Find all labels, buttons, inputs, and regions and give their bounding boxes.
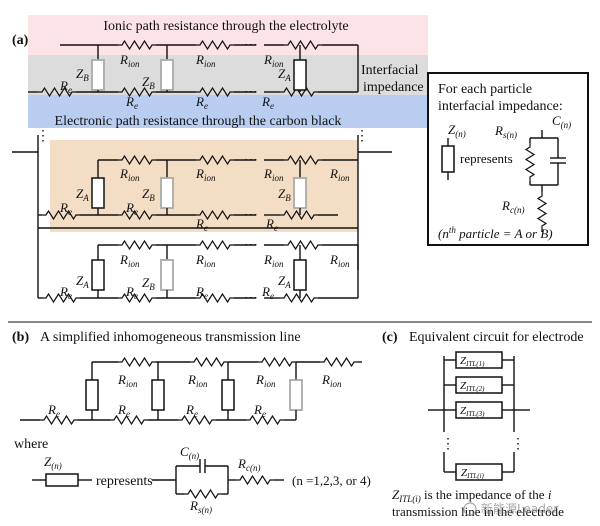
transmission-line-b [20,357,362,425]
legend-line2: interfacial impedance: [438,99,563,114]
re-label: Re [195,284,208,301]
zitli-label: ZITL(i) [461,467,485,480]
rion-label: Rion [119,52,140,69]
panel-c-title: Equivalent circuit for electrode [409,330,584,345]
zitl1-label: ZITL(1) [460,355,485,368]
rcn-label-b: Rc(n) [237,456,260,473]
panel-a-label: (a) [12,33,29,48]
rsn-label-b: Rs(n) [189,498,212,515]
re-label: Re [261,94,274,111]
interfacial-label-line2: impedance [363,80,424,95]
panel-c-caption-line1: ZITL(i) is the impedance of the i [392,487,552,504]
panel-b-label: (b) [12,330,29,345]
legend-rcn-label: Rc(n) [501,198,524,215]
re-label: Re [125,200,138,217]
represents-b: represents [96,474,153,489]
zb-label: ZB [142,186,155,203]
rion-label: Rion [187,372,208,389]
panel-c-label: (c) [382,330,398,345]
panel-b-title: A simplified inhomogeneous transmission … [40,330,301,345]
zb-label: ZB [278,186,291,203]
legend-rsn-label: Rs(n) [494,123,517,140]
rion-label: Rion [119,252,140,269]
watermark-logo-icon [463,502,477,516]
zitl2-label: ZITL(2) [460,380,485,393]
legend-line1: For each particle [438,82,532,97]
re-label: Re [195,216,208,233]
legend-note: (nth particle = A or B) [438,225,553,241]
ionic-path-label: Ionic path resistance through the electr… [103,19,348,34]
zb-label: ZB [76,66,89,83]
rion-label: Rion [263,52,284,69]
vdots-right: ⋮ [355,129,369,144]
za-label: ZA [278,66,291,83]
vdots-c-right: ⋮ [511,437,525,452]
re-label: Re [195,94,208,111]
zn-label-b: Z(n) [44,454,62,471]
rc-circuit-b [152,459,284,499]
re-label: Re [59,284,72,301]
ellipsis-a2-bottom: ⋯ [244,208,258,223]
legend-represents: represents [460,151,513,166]
where-label: where [14,437,48,452]
legend-cn-label: C(n) [552,113,571,130]
rion-label: Rion [195,166,216,183]
rion-label: Rion [195,52,216,69]
ellipsis-a1-bottom: ⋯ [244,85,258,100]
equivalent-circuit-c [428,351,530,481]
rion-label: Rion [329,166,350,183]
ladder-section-2 [38,155,358,229]
electronic-band [28,95,428,128]
re-label: Re [125,284,138,301]
legend-box: For each particle interfacial impedance:… [427,72,589,246]
rion-label: Rion [255,372,276,389]
vdots-c-left: ⋮ [441,437,455,452]
vdots-left: ⋮ [36,129,50,144]
n-range-note: (n =1,2,3, or 4) [292,473,371,488]
za-label: ZA [278,273,291,290]
cn-label-b: C(n) [180,444,199,461]
electronic-path-label: Electronic path resistance through the c… [55,114,342,129]
ladder-section-1 [28,40,359,97]
zb-label: ZB [142,275,155,292]
rion-label: Rion [321,372,342,389]
zitl3-label: ZITL(3) [460,405,485,418]
rion-label: Rion [117,372,138,389]
ellipsis-a3-bottom: ⋯ [244,291,258,306]
re-label: Re [261,284,274,301]
zb-label: ZB [142,74,155,91]
ellipsis-a1-top: ⋯ [244,38,258,53]
re-label: Re [125,94,138,111]
re-label: Re [253,402,266,419]
interfacial-label-line1: Interfacial [361,63,419,78]
legend-zn-label: Z(n) [448,122,466,139]
za-label: ZA [76,273,89,290]
ellipsis-a2-top: ⋯ [244,153,258,168]
watermark-text: 新能源Leader [481,501,558,516]
re-label: Re [185,402,198,419]
rion-label: Rion [195,252,216,269]
re-label: Re [47,402,60,419]
za-label: ZA [76,186,89,203]
rion-label: Rion [263,166,284,183]
rion-label: Rion [263,252,284,269]
watermark: 新能源Leader [463,501,558,516]
re-label: Re [265,216,278,233]
re-label: Re [59,78,72,95]
re-label: Re [59,200,72,217]
rion-label: Rion [329,252,350,269]
ladder-section-3 [38,240,359,303]
ellipsis-a3-top: ⋯ [244,238,258,253]
panel-c-caption-line2: transmission line in the electrode [392,504,564,519]
re-label: Re [117,402,130,419]
rion-label: Rion [119,166,140,183]
